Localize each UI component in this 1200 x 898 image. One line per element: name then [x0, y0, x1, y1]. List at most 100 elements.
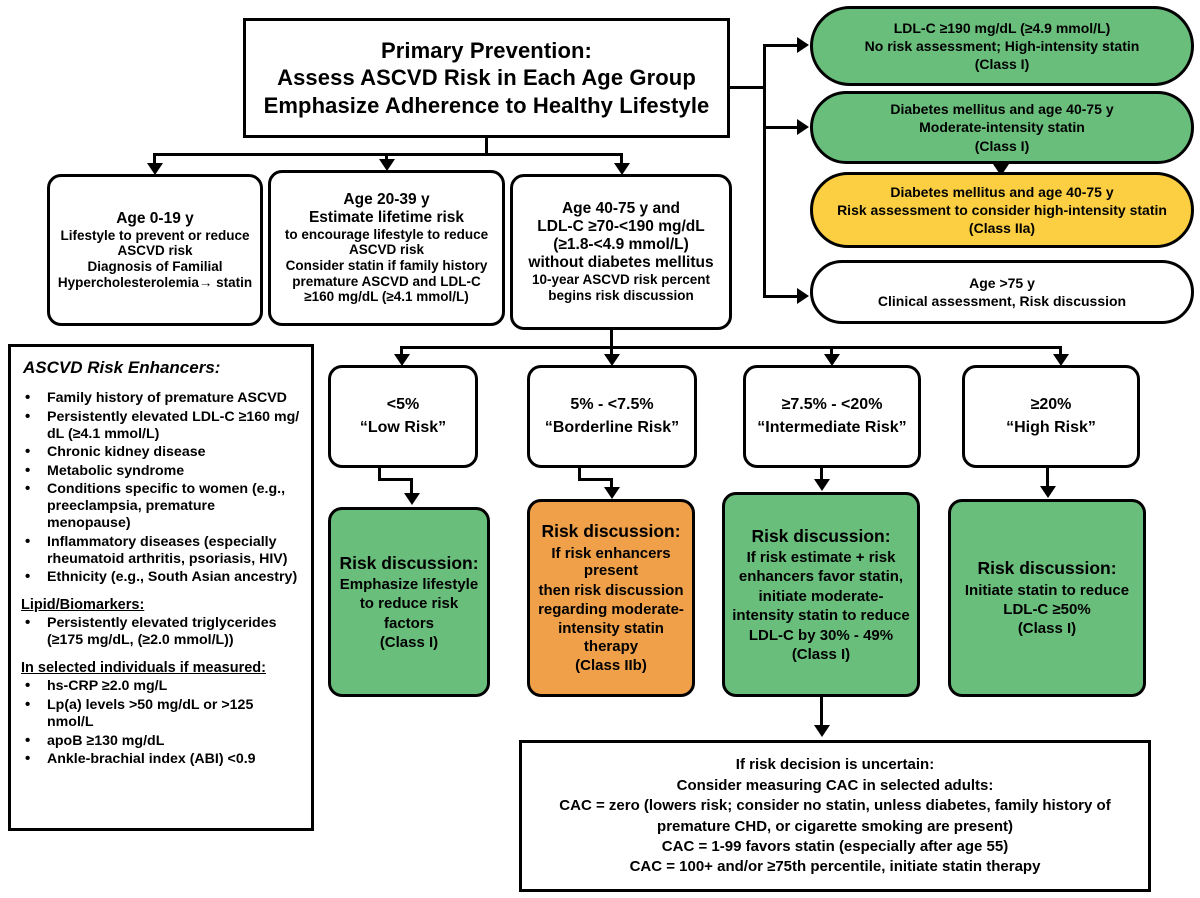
cac-line: If risk decision is uncertain: — [735, 756, 935, 774]
title-line: Emphasize Adherence to Healthy Lifestyle — [263, 92, 710, 118]
node-line: Age 0-19 y — [116, 209, 194, 227]
cac-line: CAC = zero (lowers risk; consider no sta… — [559, 797, 1111, 815]
node-line: ASCVD risk — [117, 243, 193, 259]
primary-prevention-title-box: Primary Prevention: Assess ASCVD Risk in… — [243, 18, 730, 138]
enhancers-list: Family history of premature ASCVD Persis… — [21, 389, 302, 586]
outcome-line: If risk enhancers present — [551, 544, 671, 580]
node-risk-tier-high: ≥20% “High Risk” — [962, 365, 1140, 468]
node-diabetes-high-consider: Diabetes mellitus and age 40-75 y Risk a… — [810, 172, 1194, 248]
outcome-line: factors — [383, 614, 435, 632]
outcome-heading: Risk discussion: — [339, 552, 479, 573]
outcome-line: enhancers favor statin, — [738, 568, 904, 586]
measured-heading: In selected individuals if measured: — [21, 660, 266, 677]
connector-right-trunk — [763, 46, 766, 298]
connector-low-jog — [378, 478, 413, 481]
node-line: Estimate lifetime risk — [308, 208, 465, 226]
arrow-to-outcome-intermediate — [814, 479, 830, 491]
outcome-line: (Class IIb) — [575, 657, 647, 675]
outcome-line: initiate moderate- — [758, 587, 884, 605]
list-item: Ethnicity (e.g., South Asian ancestry) — [21, 568, 302, 586]
arrow-to-tier-low — [394, 354, 410, 366]
connector-right-branch-3 — [763, 295, 799, 298]
list-item: Conditions specific to women (e.g., pree… — [21, 480, 302, 532]
node-line: (Class I) — [974, 137, 1030, 154]
outcome-line: If risk estimate + risk — [746, 548, 896, 566]
arrow-to-cac-box — [814, 725, 830, 737]
connector-tier-drop-0 — [400, 346, 403, 358]
connector-low-down — [410, 478, 413, 496]
connector-right-branch-0 — [763, 44, 799, 47]
cac-line: premature CHD, or cigarette smoking are … — [657, 817, 1013, 835]
node-outcome-low: Risk discussion: Emphasize lifestyle to … — [328, 507, 490, 697]
arrow-to-age-20-39 — [379, 159, 395, 171]
arrow-to-tier-high — [1053, 354, 1069, 366]
ascvd-risk-enhancers-panel: ASCVD Risk Enhancers: Family history of … — [8, 344, 314, 831]
list-item: Metabolic syndrome — [21, 462, 302, 480]
connector-low-stub-up — [378, 468, 381, 480]
node-line: (≥1.8-<4.9 mmol/L) — [553, 236, 689, 254]
arrow-to-tier-intermediate — [824, 354, 840, 366]
connector-age4075-down — [610, 330, 613, 348]
node-line: begins risk discussion — [548, 287, 694, 303]
title-line: Primary Prevention: — [381, 37, 592, 63]
outcome-heading: Risk discussion: — [977, 558, 1117, 579]
list-item: apoB ≥130 mg/dL — [21, 731, 302, 749]
connector-title-down — [485, 138, 488, 155]
node-age-over-75: Age >75 y Clinical assessment, Risk disc… — [810, 260, 1194, 324]
outcome-line: intensity statin to reduce — [732, 607, 910, 625]
connector-tier-drop-3 — [1059, 346, 1062, 358]
arrow-to-outcome-borderline — [604, 487, 620, 499]
outcome-line: (Class I) — [379, 634, 439, 652]
cac-line: CAC = 100+ and/or ≥75th percentile, init… — [629, 858, 1041, 876]
list-item: Chronic kidney disease — [21, 443, 302, 461]
outcome-line: regarding moderate- — [538, 600, 684, 618]
node-line: No risk assessment; High-intensity stati… — [864, 37, 1140, 54]
node-outcome-high: Risk discussion: Initiate statin to redu… — [948, 499, 1146, 697]
outcome-line: LDL-C ≥50% — [1003, 600, 1091, 618]
node-risk-tier-intermediate: ≥7.5% - <20% “Intermediate Risk” — [743, 365, 921, 468]
outcome-heading: Risk discussion: — [751, 525, 891, 546]
node-line: Moderate-intensity statin — [919, 119, 1085, 136]
node-line: LDL-C ≥70-<190 mg/dL — [537, 218, 705, 236]
connector-title-to-right-stub — [730, 86, 766, 89]
node-line: ≥160 mg/dL (≥4.1 mmol/L) — [304, 289, 469, 305]
arrow-to-outcome-high — [1040, 486, 1056, 498]
node-cac-guidance: If risk decision is uncertain: Consider … — [519, 740, 1151, 892]
title-line: Assess ASCVD Risk in Each Age Group — [277, 65, 696, 91]
cac-line: CAC = 1-99 favors statin (especially aft… — [661, 837, 1009, 855]
connector-borderline-down — [610, 478, 613, 490]
connector-age-drop-0 — [153, 153, 156, 165]
measured-list: hs-CRP ≥2.0 mg/L Lp(a) levels >50 mg/dL … — [21, 677, 302, 768]
connector-right-branch-1 — [763, 126, 799, 129]
cac-line: Consider measuring CAC in selected adult… — [676, 776, 994, 794]
connector-borderline-jog — [578, 478, 613, 481]
outcome-line: to reduce risk — [359, 595, 459, 613]
node-age-20-39: Age 20-39 y Estimate lifetime risk to en… — [268, 170, 505, 326]
arrow-to-age-0-19 — [147, 163, 163, 175]
node-line: ASCVD risk — [348, 242, 425, 258]
node-line: Diabetes mellitus and age 40-75 y — [890, 101, 1114, 118]
connector-age-drop-2 — [620, 153, 623, 165]
connector-age-drop-1 — [385, 153, 388, 161]
node-risk-tier-borderline: 5% - <7.5% “Borderline Risk” — [527, 365, 697, 468]
node-outcome-intermediate: Risk discussion: If risk estimate + risk… — [722, 492, 920, 697]
list-item: hs-CRP ≥2.0 mg/L — [21, 677, 302, 695]
connector-tier-bus — [400, 346, 1062, 349]
list-item: Lp(a) levels >50 mg/dL or >125 nmol/L — [21, 696, 302, 731]
node-line: Age >75 y — [969, 274, 1035, 291]
outcome-line: Emphasize lifestyle — [339, 575, 479, 593]
arrow-to-outcome-low — [404, 493, 420, 505]
node-line: without diabetes mellitus — [528, 254, 714, 272]
enhancers-title: ASCVD Risk Enhancers: — [23, 358, 221, 377]
outcome-line: (Class I) — [791, 645, 851, 663]
node-outcome-borderline: Risk discussion: If risk enhancers prese… — [527, 499, 695, 697]
arrow-to-ldl190 — [797, 37, 809, 53]
tier-range: 5% - <7.5% — [570, 395, 654, 413]
tier-range: ≥20% — [1030, 395, 1072, 413]
connector-tier-drop-1 — [610, 346, 613, 358]
node-ldl-190: LDL-C ≥190 mg/dL (≥4.9 mmol/L) No risk a… — [810, 6, 1194, 86]
node-line: Diagnosis of Familial — [87, 258, 223, 274]
outcome-line: then risk discussion — [538, 581, 684, 599]
outcome-line: Initiate statin to reduce — [964, 581, 1130, 599]
